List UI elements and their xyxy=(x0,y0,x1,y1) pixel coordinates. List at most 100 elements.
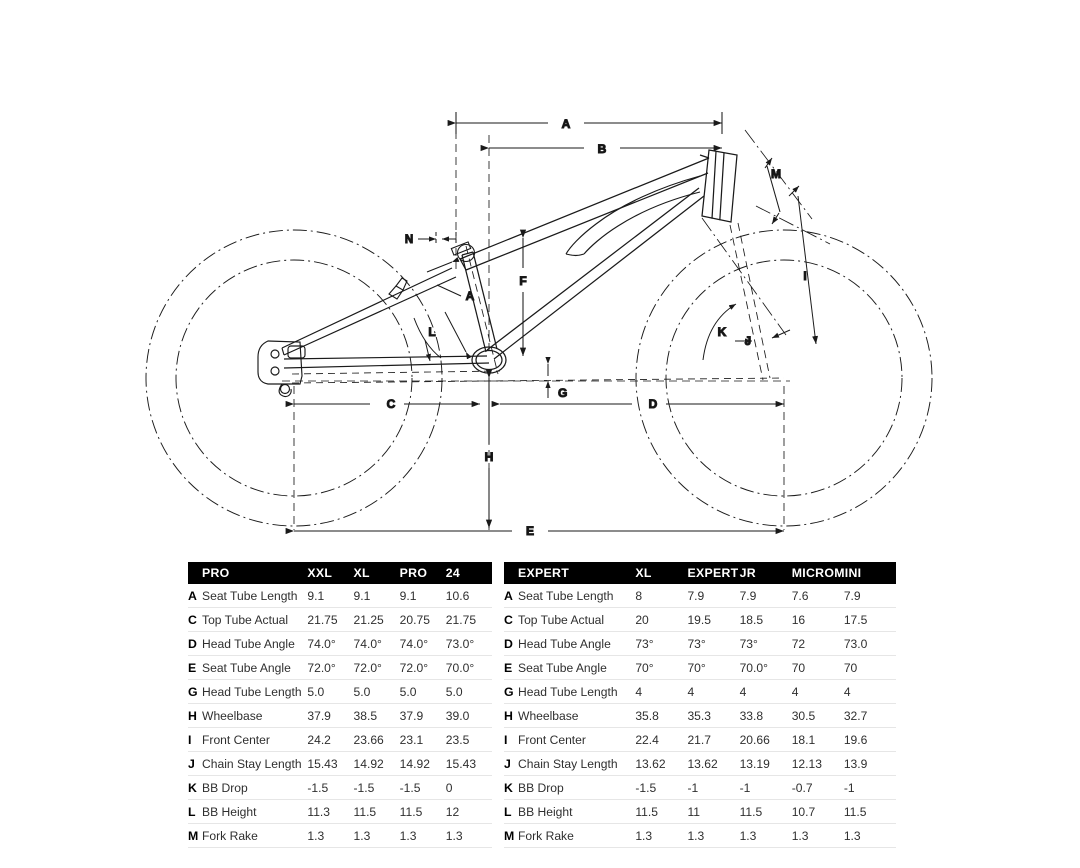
rear-wheel-outline xyxy=(145,229,443,527)
bike-geometry-diagram: A B N A F xyxy=(145,112,933,539)
row-key: A xyxy=(504,584,519,608)
header-col-pro: PRO xyxy=(399,562,446,584)
row-value: 13.19 xyxy=(739,751,792,776)
row-label: Head Tube Angle xyxy=(202,631,308,656)
row-value: 5.0 xyxy=(307,679,354,704)
row-value: 1.3 xyxy=(445,823,492,848)
label-a-top: A xyxy=(562,117,571,131)
row-value: 19.6 xyxy=(843,727,896,752)
row-value: 7.6 xyxy=(791,584,844,608)
table-row: L BB Height 11.3 11.5 11.5 12 xyxy=(188,799,492,824)
row-label: BB Height xyxy=(202,799,308,824)
row-value: 5.0 xyxy=(445,679,492,704)
row-label: Fork Rake xyxy=(202,823,308,848)
row-value: 20 xyxy=(635,607,688,632)
row-value: 9.1 xyxy=(399,584,446,608)
row-key: M xyxy=(188,823,203,848)
header-col-micromini: MICROMINI xyxy=(791,562,896,584)
row-value: 37.9 xyxy=(307,703,354,728)
row-value: 21.75 xyxy=(445,607,492,632)
row-value: 35.8 xyxy=(635,703,688,728)
row-key: C xyxy=(504,607,519,632)
seat-stay xyxy=(281,267,457,356)
row-value: 14.92 xyxy=(353,751,400,776)
row-value: 4 xyxy=(635,679,688,704)
row-label: Fork Rake xyxy=(518,823,636,848)
row-value: 15.43 xyxy=(445,751,492,776)
row-value: 72 xyxy=(791,631,844,656)
row-value: 1.3 xyxy=(843,823,896,848)
row-label: Seat Tube Length xyxy=(518,584,636,608)
row-value: 70 xyxy=(843,655,896,680)
row-value: 14.92 xyxy=(399,751,446,776)
dim-a-seat xyxy=(426,256,472,360)
table-row: I Front Center 22.4 21.7 20.66 18.1 19.6 xyxy=(504,727,896,752)
dim-k xyxy=(702,303,737,361)
front-wheel-outline xyxy=(635,229,933,527)
row-value: 9.1 xyxy=(307,584,354,608)
row-value: 1.3 xyxy=(635,823,688,848)
row-value: 1.3 xyxy=(791,823,844,848)
row-value: 18.1 xyxy=(791,727,844,752)
row-value: 33.8 xyxy=(739,703,792,728)
row-value: 17.5 xyxy=(843,607,896,632)
row-value: -1.5 xyxy=(399,775,446,800)
row-value: 20.66 xyxy=(739,727,792,752)
row-value: -0.7 xyxy=(791,775,844,800)
row-value: 4 xyxy=(687,679,740,704)
label-b: B xyxy=(598,142,607,156)
row-label: Chain Stay Length xyxy=(202,751,308,776)
chain-stay xyxy=(283,355,490,369)
down-tube xyxy=(486,187,705,360)
row-value: 5.0 xyxy=(353,679,400,704)
table-row: M Fork Rake 1.3 1.3 1.3 1.3 1.3 xyxy=(504,823,896,848)
header-col-jr: JR xyxy=(739,562,792,584)
row-key: K xyxy=(504,775,519,800)
seat-clamp xyxy=(450,241,476,263)
row-value: 12 xyxy=(445,799,492,824)
row-key: D xyxy=(188,631,203,656)
row-value: 73.0° xyxy=(445,631,492,656)
label-h: H xyxy=(485,450,494,464)
table-row: E Seat Tube Angle 70° 70° 70.0° 70 70 xyxy=(504,655,896,680)
table-row: M Fork Rake 1.3 1.3 1.3 1.3 xyxy=(188,823,492,848)
row-value: 70.0° xyxy=(739,655,792,680)
row-value: 1.3 xyxy=(687,823,740,848)
row-value: 1.3 xyxy=(399,823,446,848)
table-row: L BB Height 11.5 11 11.5 10.7 11.5 xyxy=(504,799,896,824)
geometry-drawing-svg: A B N A F xyxy=(145,112,933,539)
header-col-expert: EXPERT xyxy=(687,562,740,584)
table-row: D Head Tube Angle 73° 73° 73° 72 73.0 xyxy=(504,631,896,656)
row-key: E xyxy=(504,655,519,680)
label-d: D xyxy=(649,397,658,411)
dim-j xyxy=(735,329,791,344)
row-value: 11.5 xyxy=(843,799,896,824)
row-value: 4 xyxy=(739,679,792,704)
label-i: I xyxy=(803,269,806,283)
dim-n xyxy=(418,232,457,246)
row-label: Top Tube Actual xyxy=(202,607,308,632)
table-header-row: PRO XXL XL PRO 24 xyxy=(188,562,492,584)
row-value: 70 xyxy=(791,655,844,680)
row-value: 4 xyxy=(843,679,896,704)
table-row: A Seat Tube Length 8 7.9 7.9 7.6 7.9 xyxy=(504,584,896,608)
row-value: 73° xyxy=(635,631,688,656)
extension-lines xyxy=(282,118,790,530)
table-row: J Chain Stay Length 15.43 14.92 14.92 15… xyxy=(188,751,492,776)
dim-m xyxy=(764,157,781,225)
head-axis-dashdot xyxy=(701,129,831,336)
row-label: Top Tube Actual xyxy=(518,607,636,632)
pro-geometry-table: PRO XXL XL PRO 24 A Seat Tube Length 9.1… xyxy=(188,562,492,848)
row-key: H xyxy=(504,703,519,728)
label-k: K xyxy=(718,325,727,339)
row-value: 1.3 xyxy=(307,823,354,848)
row-key: J xyxy=(188,751,203,776)
header-col-xl: XL xyxy=(635,562,688,584)
table-row: A Seat Tube Length 9.1 9.1 9.1 10.6 xyxy=(188,584,492,608)
row-value: 35.3 xyxy=(687,703,740,728)
table-row: H Wheelbase 35.8 35.3 33.8 30.5 32.7 xyxy=(504,703,896,728)
row-value: 72.0° xyxy=(353,655,400,680)
row-key: L xyxy=(188,799,203,824)
row-value: -1 xyxy=(739,775,792,800)
row-label: Front Center xyxy=(202,727,308,752)
